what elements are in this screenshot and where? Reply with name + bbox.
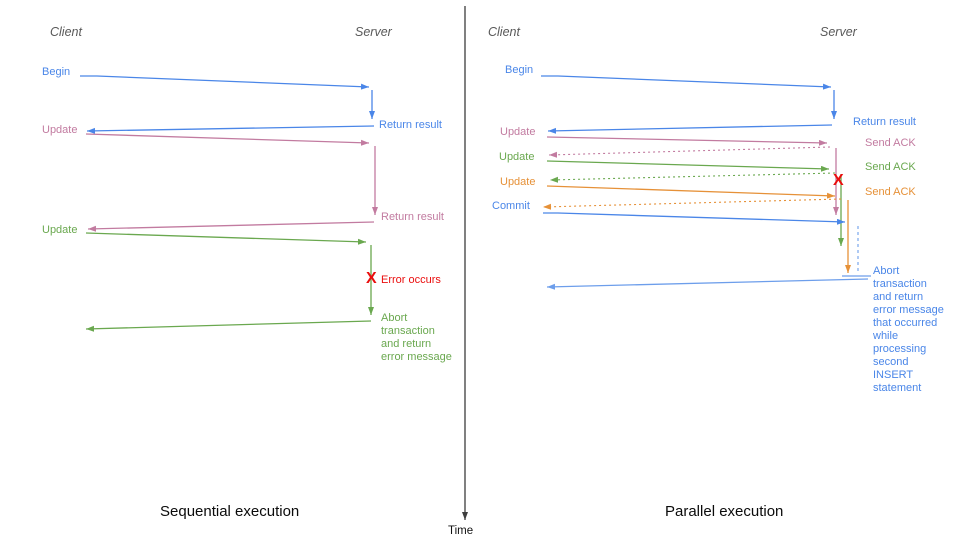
- left-server-label: Server: [355, 25, 392, 39]
- left-abort-return-arrow: [85, 320, 372, 332]
- right-update1-arrow: [546, 136, 828, 146]
- left-return-result-2: Return result: [381, 211, 444, 223]
- right-return-arrow: [547, 124, 833, 134]
- time-axis-label: Time: [448, 525, 474, 537]
- left-begin-label: Begin: [42, 66, 71, 78]
- right-ack1-dotted-arrow: [548, 146, 831, 158]
- left-return-result-1: Return result: [379, 119, 442, 131]
- left-caption: Sequential execution: [160, 503, 300, 520]
- right-ack1-label: Send ACK: [865, 137, 916, 149]
- right-update1-label: Update: [500, 126, 536, 138]
- right-commit-label: Commit: [492, 200, 530, 212]
- left-return-arrow-1: [86, 125, 375, 134]
- left-error-label: Error occurs: [381, 274, 441, 286]
- right-commit-arrow: [543, 212, 846, 225]
- right-ack2-label: Send ACK: [865, 161, 916, 173]
- left-update1-arrow: [85, 133, 370, 146]
- left-return-arrow-2: [87, 221, 375, 232]
- left-begin-arrow: [80, 75, 370, 90]
- right-begin-label: Begin: [505, 64, 534, 76]
- right-abort-return-arrow: [546, 278, 869, 290]
- left-update2-label: Update: [42, 224, 78, 236]
- left-abort-note: Abort transaction and return error messa…: [381, 312, 452, 363]
- right-client-label: Client: [488, 25, 520, 39]
- left-panel-arrows: [80, 75, 378, 332]
- right-ack2-dotted-arrow: [549, 172, 836, 183]
- right-panel-arrows: [541, 75, 871, 290]
- right-update2-arrow: [546, 160, 830, 172]
- right-server-label: Server: [820, 25, 857, 39]
- right-update3-arrow: [546, 185, 836, 199]
- right-return-result: Return result: [853, 116, 916, 128]
- left-client-label: Client: [50, 25, 82, 39]
- left-update2-arrow: [85, 232, 367, 245]
- right-abort-note: Abort transaction and return error messa…: [873, 265, 944, 394]
- right-begin-arrow: [541, 75, 832, 90]
- right-caption: Parallel execution: [665, 503, 784, 520]
- left-update1-label: Update: [42, 124, 78, 136]
- right-update3-label: Update: [500, 176, 536, 188]
- right-update2-label: Update: [499, 151, 535, 163]
- left-error-x-mark: X: [366, 270, 377, 287]
- right-error-x-mark: X: [833, 172, 844, 189]
- right-ack3-label: Send ACK: [865, 186, 916, 198]
- right-ack3-dotted-arrow: [542, 198, 842, 210]
